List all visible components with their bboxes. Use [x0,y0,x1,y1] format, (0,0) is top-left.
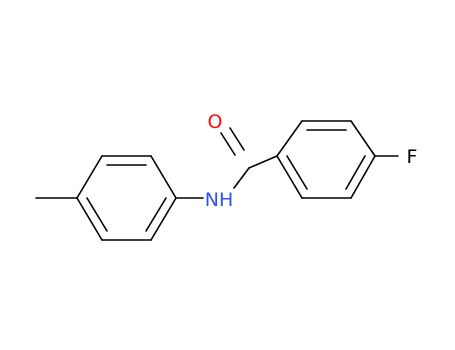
bond-nitrogen-carbonyl [233,167,250,189]
tolyl-bond-1 [76,155,103,199]
fluoro-bond-4 [350,155,376,199]
tolyl-double-3 [86,197,108,232]
fluoro-bond-3 [350,120,376,157]
oxygen-atom-label: O [208,111,223,133]
tolyl-double-2 [145,197,167,232]
fluoro-bond-1 [276,120,303,157]
fluorine-atom-label: F [407,146,418,168]
tolyl-bond-4 [150,197,177,241]
nitrogen-atom-label: NH [205,189,234,211]
fluoro-double-3 [286,155,308,190]
bond-carbonyl-1 [220,132,236,156]
tolyl-bond-6 [76,197,103,241]
fluoro-double-2 [345,155,366,190]
bond-carbonyl-2 [229,127,245,151]
fluorophenyl-ring [276,120,376,199]
tolyl-bond-3 [150,155,177,199]
tolyl-ring [76,155,177,241]
bond-carbonyl-ring [248,155,278,169]
fluoro-bond-6 [276,155,303,199]
